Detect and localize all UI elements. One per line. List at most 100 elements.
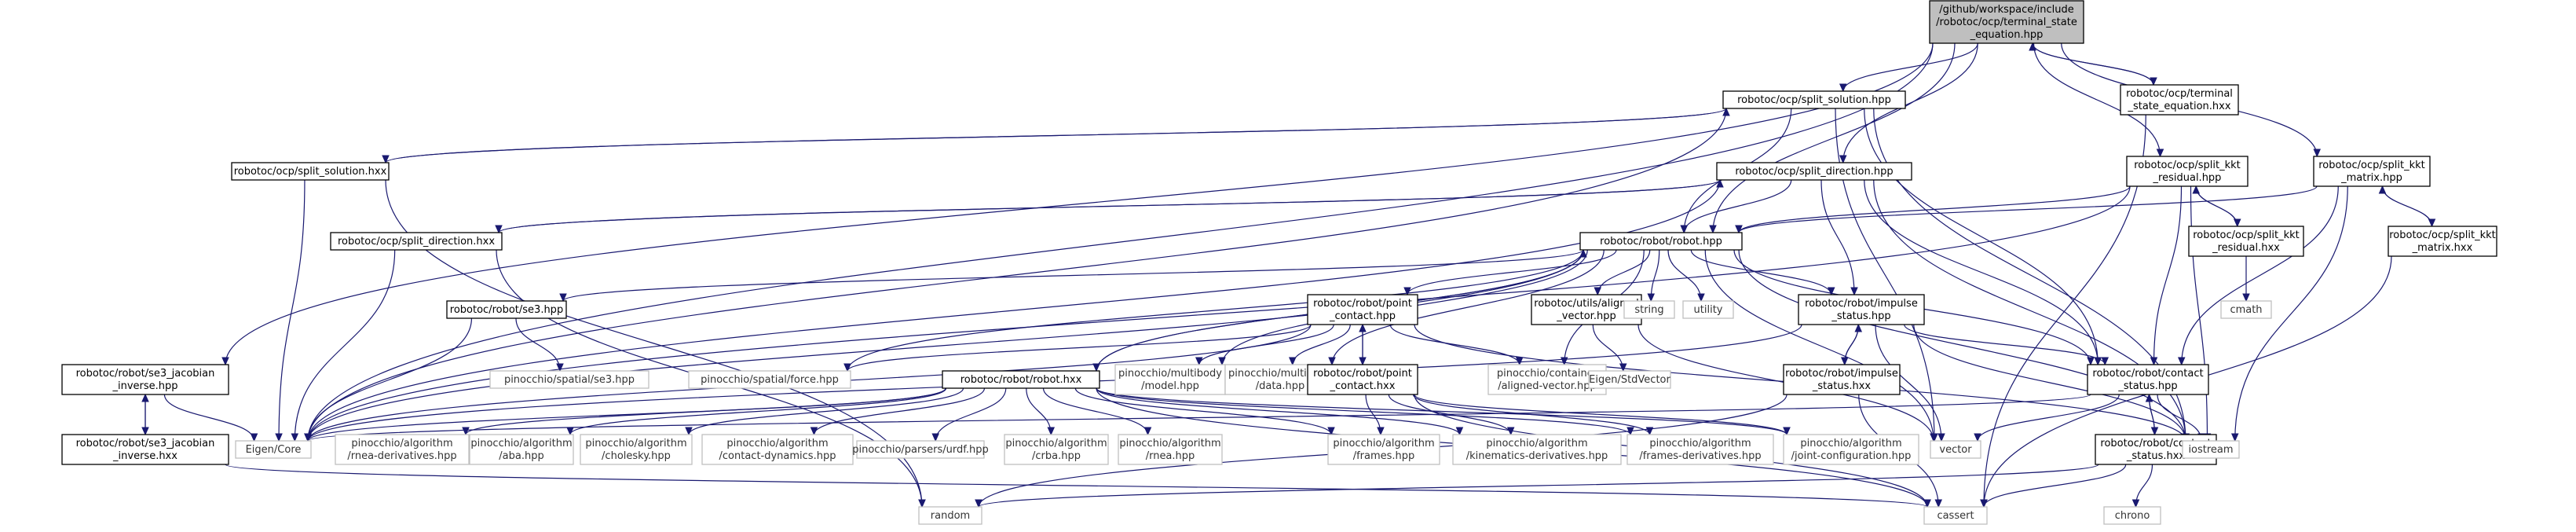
- edge-line: [307, 185, 2131, 442]
- node-urdf: pinocchio/parsers/urdf.hpp: [852, 440, 989, 459]
- node-term-hxx[interactable]: robotoc/ocp/terminal_state_equation.hxx: [2120, 84, 2239, 116]
- edge-robot-hpp-to-string: [1647, 249, 1660, 303]
- node-kkt-mat-hxx[interactable]: robotoc/ocp/split_kkt_matrix.hxx: [2388, 226, 2497, 257]
- node-label: pinocchio/algorithm: [1119, 438, 1220, 449]
- node-se3-jac-hpp[interactable]: robotoc/robot/se3_jacobian_inverse.hpp: [61, 364, 229, 395]
- edge-point-contact-hxx-to-frames: [1365, 394, 1385, 436]
- edge-robot-hpp-to-iostream: [1738, 249, 2190, 442]
- node-box: [1487, 364, 1607, 395]
- edge-arrowhead: [1047, 427, 1056, 436]
- node-label: pinocchio/algorithm: [1005, 438, 1107, 449]
- node-label: _inverse.hpp: [112, 380, 177, 392]
- node-label: random: [931, 510, 970, 522]
- node-se3-jac-hxx[interactable]: robotoc/robot/se3_jacobian_inverse.hxx: [61, 434, 229, 465]
- edge-line: [1042, 387, 1149, 435]
- node-label: /frames.hpp: [1353, 450, 1415, 462]
- node-se3-hpp[interactable]: robotoc/robot/se3.hpp: [446, 300, 567, 319]
- node-pin-aligned: pinocchio/container/aligned-vector.hpp: [1487, 364, 1607, 395]
- edge-arrowhead: [1455, 427, 1464, 436]
- node-kkt-res-hpp[interactable]: robotoc/ocp/split_kkt_residual.hpp: [2126, 156, 2249, 187]
- node-label: robotoc/ocp/split_solution.hpp: [1737, 94, 1891, 106]
- node-split-sol-hpp[interactable]: robotoc/ocp/split_solution.hpp: [1722, 90, 1906, 109]
- node-split-sol-hxx[interactable]: robotoc/ocp/split_solution.hxx: [231, 162, 390, 181]
- edge-arrowhead: [1839, 83, 1847, 93]
- edge-root-to-kkt-res-hpp: [2033, 42, 2164, 158]
- node-label: robotoc/robot/se3_jacobian: [76, 438, 215, 449]
- edge-arrowhead: [221, 357, 229, 366]
- node-split-dir-hxx[interactable]: robotoc/ocp/split_direction.hxx: [330, 232, 503, 251]
- node-box: [1623, 300, 1675, 319]
- edge-line: [225, 464, 1928, 508]
- node-box: [2087, 364, 2209, 395]
- node-label: robotoc/ocp/split_kkt: [2318, 160, 2425, 171]
- edge-robot-hpp-to-utility: [1667, 249, 1705, 303]
- edge-robot-hpp-to-pin-data: [1328, 249, 1605, 366]
- edge-arrowhead: [1403, 287, 1411, 296]
- edge-arrowhead: [2177, 357, 2186, 366]
- node-box: [1783, 364, 1901, 395]
- edge-line: [1704, 249, 1934, 442]
- edge-impulse-hpp-to-contact-hpp: [1904, 324, 2109, 366]
- edge-split-dir-hpp-to-robot-hpp: [1680, 179, 1792, 234]
- node-chrono: chrono: [2103, 506, 2161, 525]
- node-impulse-hpp[interactable]: robotoc/robot/impulse_status.hpp: [1798, 294, 1925, 325]
- node-impulse-hxx[interactable]: robotoc/robot/impulse_status.hxx: [1783, 364, 1901, 395]
- node-label: _contact.hpp: [1329, 310, 1396, 322]
- edge-contact-hpp-to-iostream: [2157, 394, 2205, 442]
- edge-line: [1096, 387, 1461, 435]
- edge-line: [2181, 185, 2339, 365]
- edge-arrowhead: [1735, 225, 1743, 234]
- node-kkt-res-hxx[interactable]: robotoc/ocp/split_kkt_residual.hxx: [2188, 226, 2304, 257]
- edge-layer: [141, 42, 2436, 508]
- node-cmath: cmath: [2220, 300, 2272, 319]
- node-box: [2182, 440, 2240, 459]
- node-crba: pinocchio/algorithm/crba.hpp: [1004, 434, 1109, 465]
- edge-term-hxx-to-root: [2029, 42, 2154, 86]
- node-label: string: [1634, 304, 1663, 316]
- edge-point-contact-hpp-to-pin-data: [1288, 324, 1351, 366]
- node-label: pinocchio/algorithm: [1486, 438, 1587, 449]
- node-label: pinocchio/algorithm: [1800, 438, 1901, 449]
- edge-arrowhead: [2150, 357, 2158, 366]
- node-kkt-mat-hpp[interactable]: robotoc/ocp/split_kkt_matrix.hpp: [2313, 156, 2431, 187]
- node-box: [2388, 226, 2497, 257]
- node-box: [1930, 440, 1981, 459]
- node-cholesky: pinocchio/algorithm/cholesky.hpp: [580, 434, 693, 465]
- node-point-contact-hxx[interactable]: robotoc/robot/point_contact.hxx: [1307, 364, 1418, 395]
- node-label: _status.hxx: [2126, 450, 2186, 462]
- node-label: pinocchio/parsers/urdf.hpp: [852, 444, 988, 456]
- node-robot-hxx[interactable]: robotoc/robot/robot.hxx: [942, 370, 1100, 389]
- node-robot-hpp[interactable]: robotoc/robot/robot.hpp: [1579, 232, 1743, 251]
- edge-robot-hpp-to-se3-hpp: [559, 249, 1584, 303]
- node-label: /rnea.hpp: [1146, 450, 1195, 462]
- node-label: pinocchio/multibody: [1118, 368, 1222, 380]
- node-label: robotoc/robot/se3.hpp: [450, 304, 563, 316]
- node-box: [2220, 300, 2272, 319]
- edge-arrowhead: [1328, 357, 1336, 366]
- node-label: _vector.hpp: [1556, 310, 1615, 322]
- node-contact-hpp[interactable]: robotoc/robot/contact_status.hpp: [2087, 364, 2209, 395]
- node-root[interactable]: /github/workspace/include/robotoc/ocp/te…: [1929, 0, 2084, 44]
- node-frames-der: pinocchio/algorithm/frames-derivatives.h…: [1626, 434, 1774, 465]
- node-point-contact-hpp[interactable]: robotoc/robot/point_contact.hpp: [1307, 294, 1418, 325]
- node-box: [942, 370, 1100, 389]
- edge-arrowhead: [462, 427, 470, 436]
- node-label: pinocchio/algorithm: [726, 438, 828, 449]
- edge-aligned-vec-to-eigen-std: [1592, 324, 1627, 372]
- edge-arrowhead: [275, 433, 283, 442]
- edge-kkt-mat-hxx-to-kkt-mat-hpp: [2378, 185, 2433, 227]
- edge-line: [1096, 387, 1631, 435]
- node-split-dir-hpp[interactable]: robotoc/ocp/split_direction.hpp: [1716, 162, 1912, 181]
- edge-arrowhead: [1974, 433, 1981, 442]
- node-box: [856, 440, 985, 459]
- node-box: [1452, 434, 1622, 465]
- edge-robot-hxx-to-frames: [1074, 387, 1335, 436]
- edge-contact-hxx-to-random: [975, 464, 2099, 508]
- node-aligned-vec[interactable]: robotoc/utils/aligned_vector.hpp: [1531, 294, 1642, 325]
- edge-point-contact-hxx-to-point-contact-hpp: [1359, 323, 1367, 365]
- edge-line: [1983, 464, 2127, 508]
- edge-se3-jac-hxx-to-se3-jac-hpp: [141, 393, 149, 435]
- node-box: [1783, 434, 1919, 465]
- node-label: cmath: [2230, 304, 2262, 316]
- node-box: [1114, 364, 1226, 395]
